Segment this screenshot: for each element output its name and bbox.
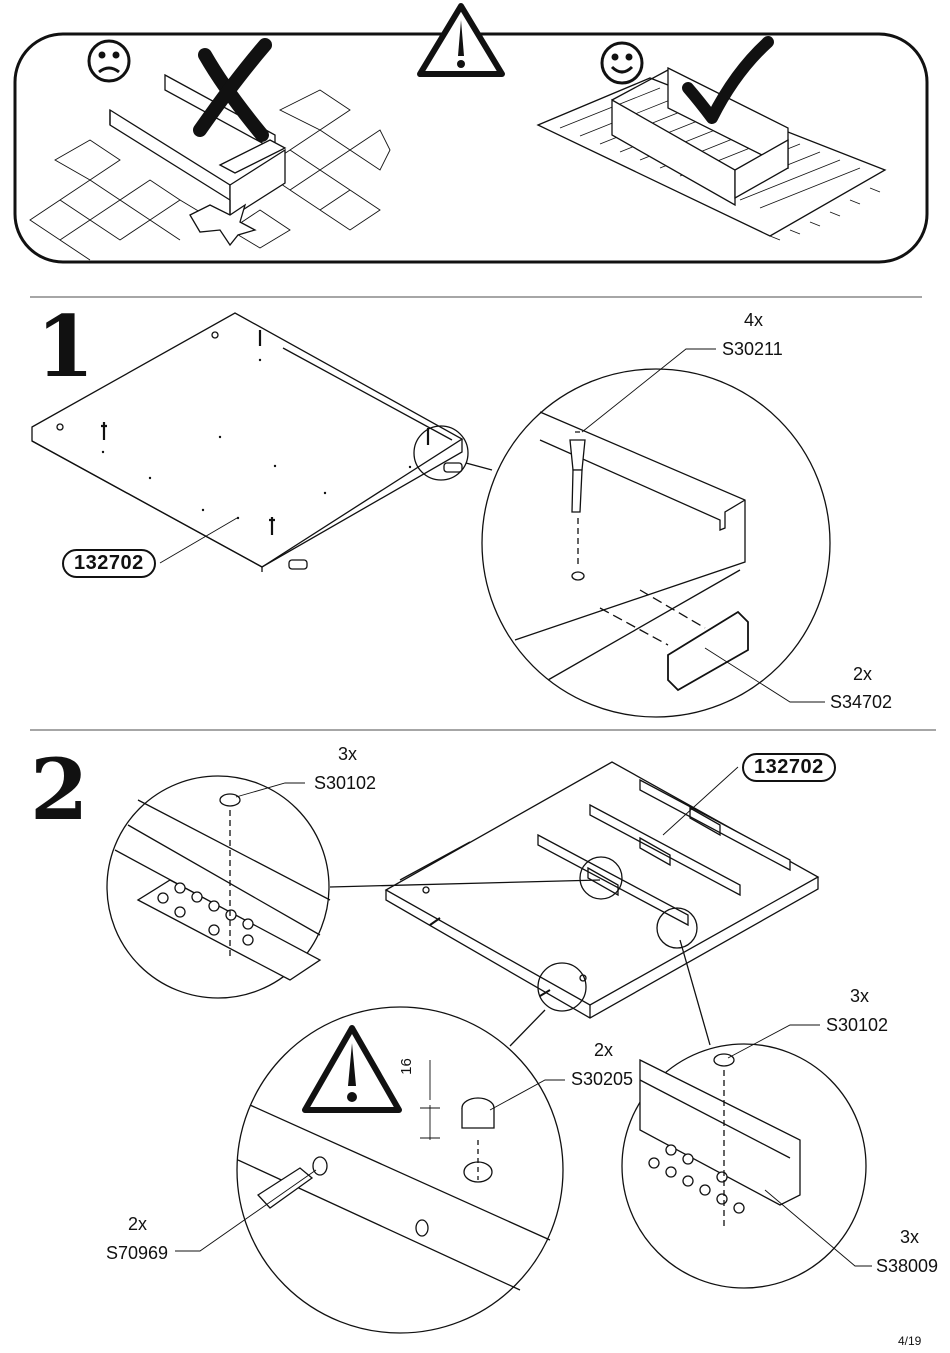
step1-callout-qty-0: 4x	[744, 310, 764, 330]
step2-warning-icon	[302, 1025, 402, 1113]
step2-callout-code-2: S30205	[571, 1069, 634, 1089]
step2-callout-qty-4: 3x	[900, 1227, 920, 1247]
step1-callout-code-1: S34702	[830, 692, 893, 712]
page-number: 4/19	[898, 1334, 922, 1348]
step2-callout-qty-2: 2x	[594, 1040, 614, 1060]
step1-number: 1	[36, 297, 95, 396]
warning-triangle-icon	[417, 3, 505, 77]
step2-callout-qty-0: 3x	[338, 744, 358, 764]
step1-part-label: 132702	[62, 549, 156, 578]
sad-face-icon	[87, 39, 131, 83]
tiled-floor	[29, 89, 391, 261]
step2-panel	[106, 761, 872, 1334]
smiley-face-icon	[600, 41, 644, 85]
step2-callout-code-3: S70969	[106, 1243, 169, 1263]
cross-mark-icon	[193, 38, 272, 142]
step2-callout-code-4: S38009	[876, 1256, 939, 1276]
box-dropped	[109, 73, 287, 247]
step1-callout-qty-1: 2x	[853, 664, 873, 684]
step2-callout-qty-1: 3x	[850, 986, 870, 1006]
dimension-label: 16	[397, 1058, 415, 1075]
step2-callout-qty-3: 2x	[128, 1214, 148, 1234]
check-mark-icon	[682, 36, 774, 124]
step1-callout-code-0: S30211	[722, 339, 783, 359]
step1-panel	[31, 312, 831, 718]
step2-callout-code-0: S30102	[314, 773, 377, 793]
step2-callout-code-1: S30102	[826, 1015, 889, 1035]
warning-banner	[13, 3, 929, 264]
step2-number: 2	[30, 740, 89, 839]
step2-part-label: 132702	[742, 753, 836, 782]
